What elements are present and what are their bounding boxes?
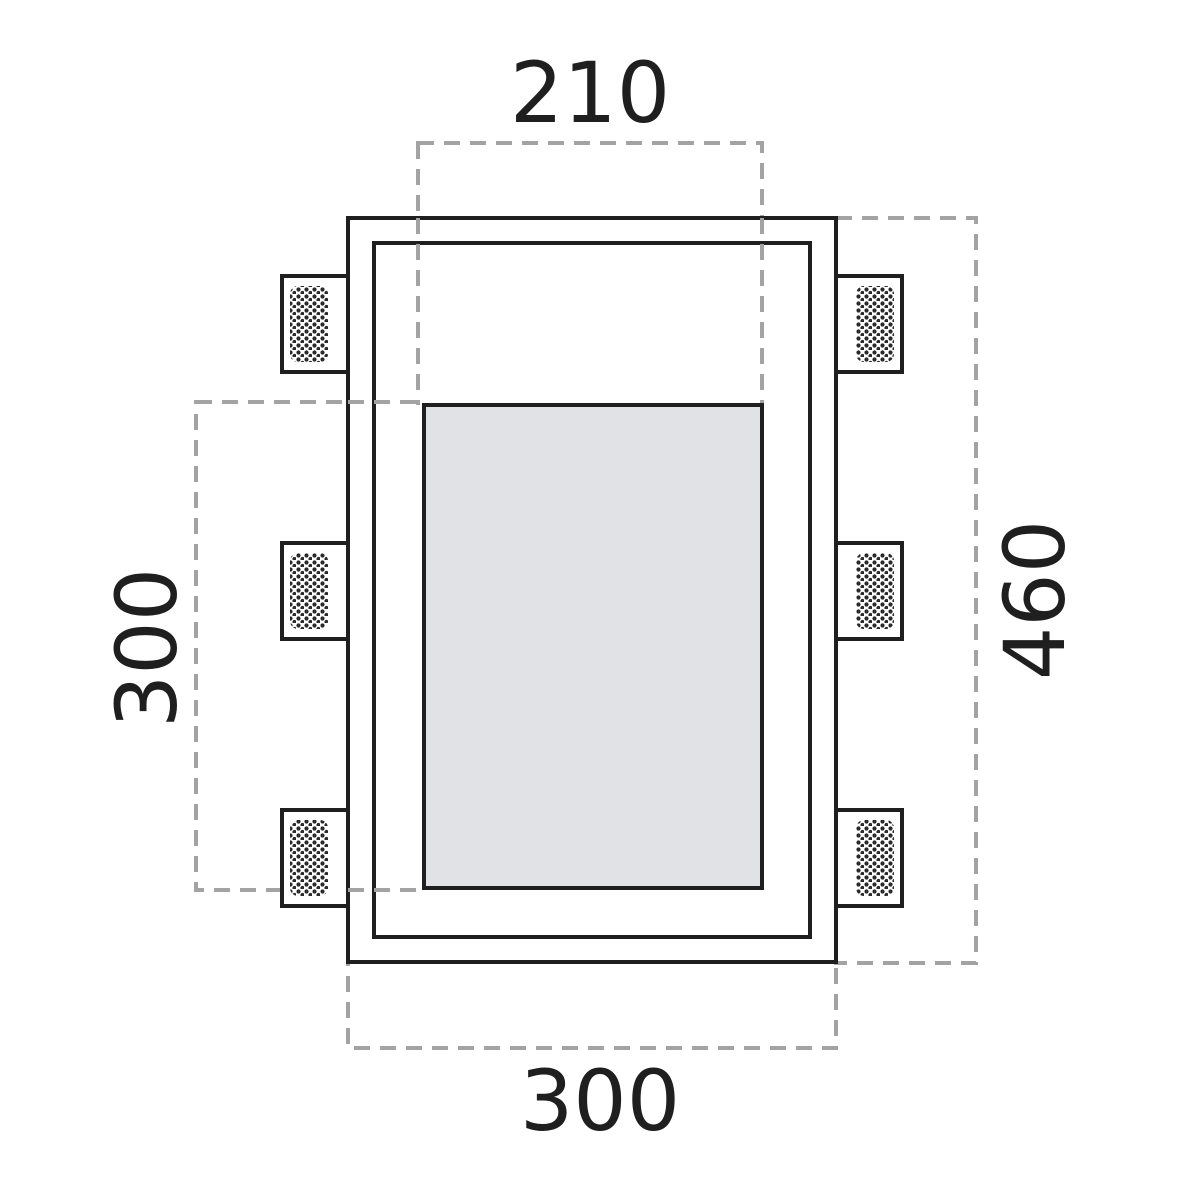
dimension-label-right: 460 xyxy=(986,520,1084,680)
mounting-clip-right-middle xyxy=(834,541,904,641)
mounting-clip-right-bottom xyxy=(834,808,904,908)
dimension-label-left: 300 xyxy=(98,568,196,728)
dimension-label-bottom: 300 xyxy=(520,1052,680,1150)
mounting-clip-left-middle xyxy=(280,541,350,641)
mounting-clip-left-bottom xyxy=(280,808,350,908)
diffuser-panel xyxy=(422,403,764,890)
mounting-clip-right-top xyxy=(834,274,904,374)
mounting-clip-left-top xyxy=(280,274,350,374)
dimension-guide-bottom xyxy=(346,960,838,1050)
inner-frame xyxy=(372,241,812,939)
dimension-label-top: 210 xyxy=(510,44,670,142)
